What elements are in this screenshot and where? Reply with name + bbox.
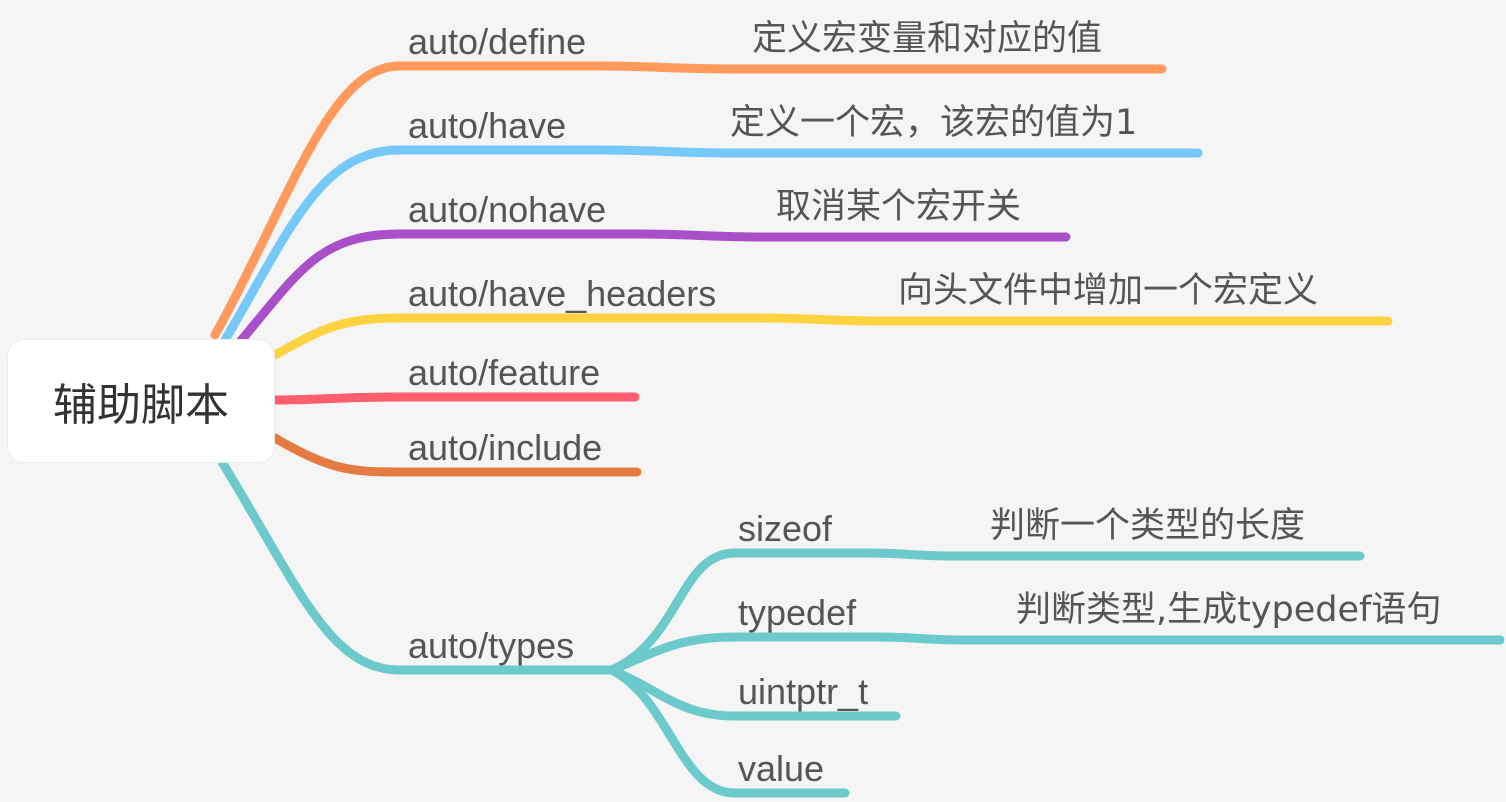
branch-desc-have-headers[interactable]: 向头文件中增加一个宏定义 xyxy=(898,271,1319,311)
branch-line-types xyxy=(217,457,617,675)
branch-label-have-headers[interactable]: auto/have_headers xyxy=(408,273,717,314)
branch-line-sizeof xyxy=(607,548,1365,675)
branch-label-have[interactable]: auto/have xyxy=(408,105,567,146)
branch-line-define xyxy=(210,61,1167,340)
branch-label-include[interactable]: auto/include xyxy=(408,427,603,468)
branch-desc-have[interactable]: 定义一个宏，该宏的值为1 xyxy=(730,103,1138,143)
child-desc-sizeof[interactable]: 判断一个类型的长度 xyxy=(990,506,1306,546)
root-label: 辅助脚本 xyxy=(53,380,229,431)
child-label-uintptr-t[interactable]: uintptr_t xyxy=(738,671,869,712)
root-node[interactable]: 辅助脚本 xyxy=(8,340,274,462)
branch-desc-define[interactable]: 定义宏变量和对应的值 xyxy=(752,19,1103,59)
child-label-typedef[interactable]: typedef xyxy=(738,592,857,633)
branch-label-types[interactable]: auto/types xyxy=(408,625,575,666)
branch-line-feature xyxy=(270,392,640,405)
branch-label-define[interactable]: auto/define xyxy=(408,21,587,62)
branch-line-value xyxy=(607,665,850,798)
child-label-value[interactable]: value xyxy=(738,748,825,789)
branch-line-nohave xyxy=(235,229,1071,347)
child-label-sizeof[interactable]: sizeof xyxy=(738,508,833,549)
branch-line-have xyxy=(220,145,1203,345)
branch-line-typedef xyxy=(607,632,1505,675)
branch-desc-nohave[interactable]: 取消某个宏开关 xyxy=(776,187,1022,227)
branch-line-include xyxy=(270,433,642,477)
child-desc-typedef[interactable]: 判断类型,生成typedef语句 xyxy=(1016,590,1442,630)
branch-label-nohave[interactable]: auto/nohave xyxy=(408,189,607,230)
branch-label-feature[interactable]: auto/feature xyxy=(408,352,601,393)
branch-line-have-headers xyxy=(270,313,1393,360)
